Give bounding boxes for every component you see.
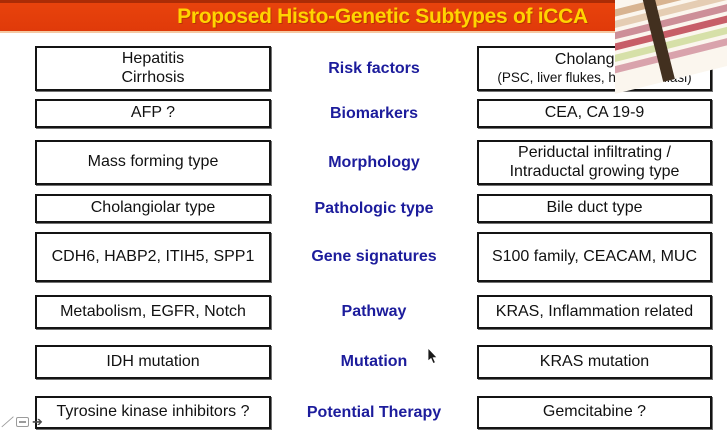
right-subtype-box: Periductal infiltrating / Intraductal gr… [477,140,712,185]
row-pathologic-type: Cholangiolar type Pathologic type Bile d… [0,194,727,223]
category-label: Morphology [328,153,420,171]
box-text-line: Tyrosine kinase inhibitors ? [56,403,250,421]
category-label: Pathway [341,303,407,320]
category-label: Mutation [340,353,408,370]
title-banner: Proposed Histo-Genetic Subtypes of iCCA [0,0,727,33]
right-subtype-box: Bile duct type [477,194,712,223]
row-biomarkers: AFP ? Biomarkers CEA, CA 19-9 [0,99,727,128]
left-subtype-box: Cholangiolar type [35,194,271,223]
slideshow-menu-icon[interactable] [16,417,29,427]
next-slide-arrow-icon[interactable]: ➔ [32,414,43,429]
right-subtype-box: Gemcitabine ? [477,396,712,429]
box-text-line: Cholangitis [554,51,635,69]
left-subtype-box: CDH6, HABP2, ITIH5, SPP1 [35,232,271,282]
box-text-line: (PSC, liver flukes, hepatolithiasi) [497,69,692,85]
row-pathway: Metabolism, EGFR, Notch Pathway KRAS, In… [0,295,727,329]
right-subtype-box: KRAS mutation [477,345,712,379]
right-subtype-box: KRAS, Inflammation related [477,295,712,329]
box-text-line: CDH6, HABP2, ITIH5, SPP1 [51,247,255,265]
box-text-line: IDH mutation [106,352,200,370]
category-label: Potential Therapy [306,403,442,421]
right-subtype-box: S100 family, CEACAM, MUC [477,232,712,282]
comparison-table: Hepatitis Cirrhosis Risk factors Cholang… [0,33,727,429]
left-subtype-box: Mass forming type [35,140,271,185]
category-label: Biomarkers [329,104,419,122]
left-subtype-box: Hepatitis Cirrhosis [35,46,271,91]
category-label: Pathologic type [314,199,434,217]
left-subtype-box: Metabolism, EGFR, Notch [35,295,271,329]
box-text-line: Cholangiolar type [90,199,216,217]
box-text-line: S100 family, CEACAM, MUC [491,247,698,265]
box-text-line: Metabolism, EGFR, Notch [60,302,246,320]
box-text-line: CEA, CA 19-9 [544,104,645,122]
box-text-line: KRAS mutation [539,352,650,370]
box-text-line: KRAS, Inflammation related [495,302,694,320]
box-text-line: Mass forming type [87,153,219,171]
left-subtype-box: Tyrosine kinase inhibitors ? [35,396,271,429]
category-label: Risk factors [328,59,420,77]
category-label: Gene signatures [311,248,437,265]
box-text-line: Bile duct type [546,199,643,217]
left-subtype-box: AFP ? [35,99,271,128]
box-text-line: Hepatitis [121,49,185,67]
row-potential-therapy: Tyrosine kinase inhibitors ? Potential T… [0,396,727,429]
presenter-toolbar: ／ ➔ [1,414,43,430]
box-text-line: Cirrhosis [121,68,185,86]
row-risk-factors: Hepatitis Cirrhosis Risk factors Cholang… [0,46,727,91]
box-text-line: AFP ? [130,104,176,122]
annotation-pen-icon[interactable]: ／ [1,417,14,429]
slide-title: Proposed Histo-Genetic Subtypes of iCCA [177,5,588,28]
box-text-line: Intraductal growing type [509,162,680,180]
box-text-line: Periductal infiltrating / [518,143,671,161]
right-subtype-box: Cholangitis (PSC, liver flukes, hepatoli… [477,46,712,91]
row-morphology: Mass forming type Morphology Periductal … [0,140,727,185]
row-gene-signatures: CDH6, HABP2, ITIH5, SPP1 Gene signatures… [0,232,727,282]
right-subtype-box: CEA, CA 19-9 [477,99,712,128]
row-mutation: IDH mutation Mutation KRAS mutation [0,345,727,379]
left-subtype-box: IDH mutation [35,345,271,379]
box-text-line: Gemcitabine ? [542,403,647,421]
